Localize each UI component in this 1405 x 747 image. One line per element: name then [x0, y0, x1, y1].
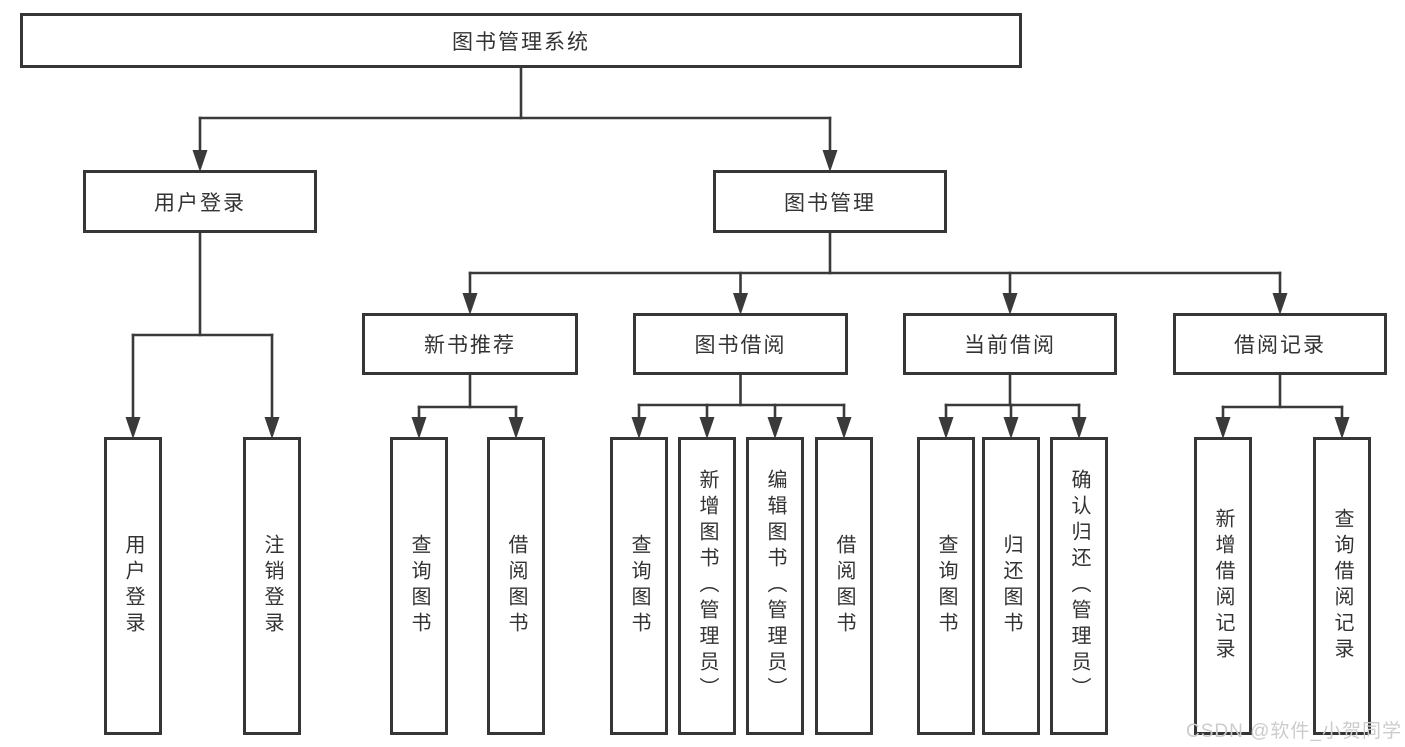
arrowhead-icon [836, 417, 852, 439]
arrowhead-icon [411, 417, 427, 439]
node-borrow-query: 查询图书 [610, 437, 668, 735]
node-label: 编辑图书（管理员） [764, 469, 786, 703]
arrowhead-icon [699, 417, 715, 439]
node-borrow-record: 借阅记录 [1173, 313, 1387, 375]
node-label: 借阅记录 [1234, 334, 1326, 357]
node-current-borrow: 当前借阅 [903, 313, 1117, 375]
node-label: 图书借阅 [694, 334, 787, 357]
arrowhead-icon [938, 417, 954, 439]
node-label: 当前借阅 [964, 334, 1056, 357]
arrowhead-icon [1334, 417, 1350, 439]
node-borrow-borrow: 借阅图书 [815, 437, 873, 735]
arrowhead-icon [1071, 417, 1087, 439]
node-cur-return: 归还图书 [982, 437, 1040, 735]
arrowhead-icon [264, 417, 280, 439]
node-record-query: 查询借阅记录 [1313, 437, 1371, 735]
node-label: 用户登录 [122, 534, 144, 638]
node-label: 新增借阅记录 [1212, 508, 1234, 664]
node-label: 图书管理系统 [452, 30, 590, 54]
arrowhead-icon [1003, 417, 1019, 439]
node-label: 查询图书 [935, 534, 957, 638]
arrowhead-icon [822, 150, 838, 172]
arrowhead-icon [631, 417, 647, 439]
arrowhead-icon [508, 417, 524, 439]
node-label: 查询图书 [628, 534, 650, 638]
node-cur-query: 查询图书 [917, 437, 975, 735]
node-label: 借阅图书 [833, 534, 855, 638]
node-borrow-edit: 编辑图书（管理员） [746, 437, 804, 735]
node-label: 图书管理 [784, 191, 876, 215]
arrowhead-icon [1215, 417, 1231, 439]
arrowhead-icon [767, 417, 783, 439]
node-label: 查询图书 [408, 534, 430, 638]
node-rec-query: 查询图书 [390, 437, 448, 735]
node-label: 注销登录 [261, 534, 283, 638]
node-logout-leaf: 注销登录 [243, 437, 301, 735]
node-book-borrow: 图书借阅 [633, 313, 848, 375]
node-rec-borrow: 借阅图书 [487, 437, 545, 735]
arrowhead-icon [462, 293, 478, 315]
node-borrow-add: 新增图书（管理员） [678, 437, 736, 735]
node-label: 确认归还（管理员） [1068, 469, 1090, 703]
node-label: 查询借阅记录 [1331, 508, 1353, 664]
node-label: 借阅图书 [505, 534, 527, 638]
node-user-login: 用户登录 [83, 170, 317, 233]
node-root: 图书管理系统 [20, 13, 1022, 68]
node-label: 新书推荐 [424, 334, 516, 357]
node-record-add: 新增借阅记录 [1194, 437, 1252, 735]
csdn-watermark: CSDN @软件_小贺同学 [1186, 721, 1402, 742]
arrowhead-icon [192, 150, 208, 172]
arrowhead-icon [733, 293, 748, 315]
node-label: 归还图书 [1000, 534, 1022, 638]
node-cur-confirm: 确认归还（管理员） [1050, 437, 1108, 735]
node-new-book-rec: 新书推荐 [362, 313, 578, 375]
arrowhead-icon [1272, 293, 1288, 315]
arrowhead-icon [125, 417, 141, 439]
node-login-leaf: 用户登录 [104, 437, 162, 735]
node-label: 新增图书（管理员） [696, 469, 718, 703]
node-book-mgmt: 图书管理 [713, 170, 947, 233]
node-label: 用户登录 [154, 191, 246, 215]
arrowhead-icon [1002, 293, 1018, 315]
